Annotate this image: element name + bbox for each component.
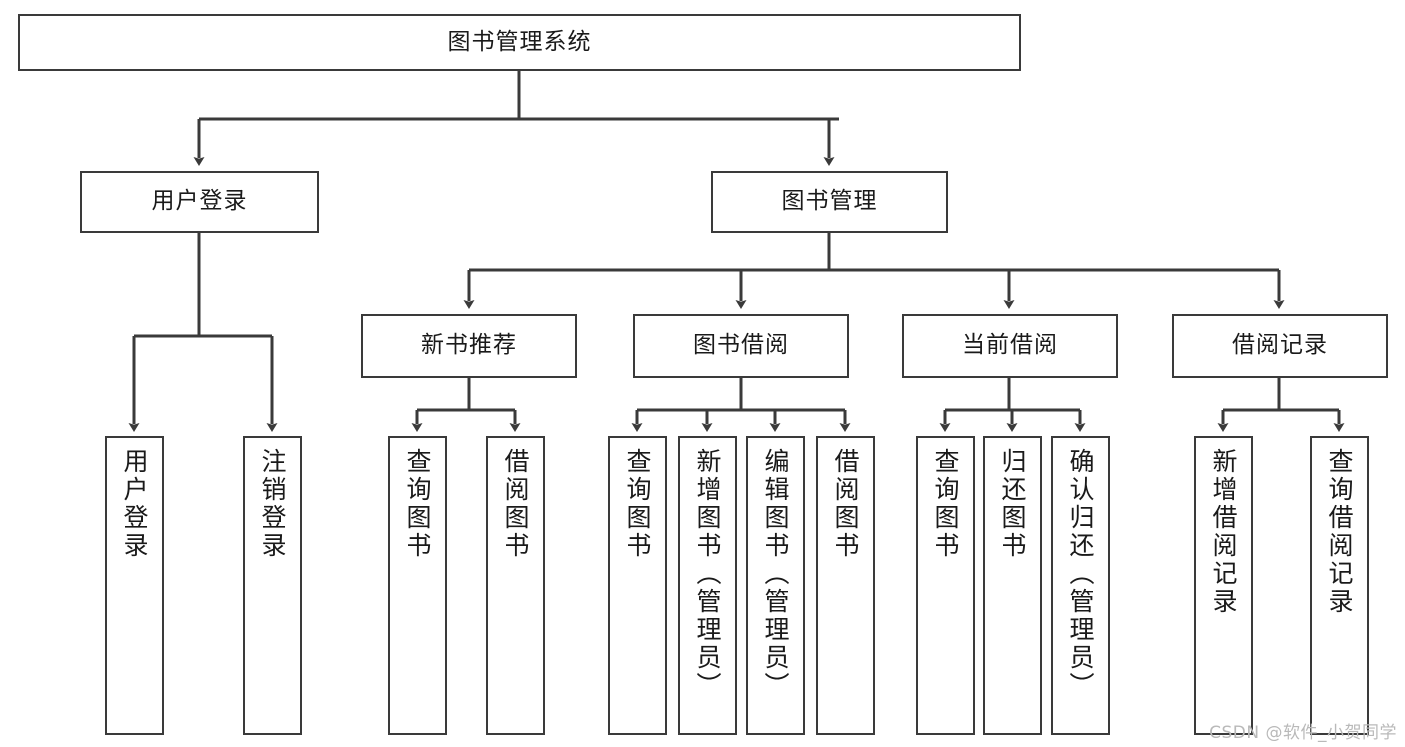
leaf-user-login-label: 用户登录 bbox=[120, 448, 149, 560]
node-borrow-record-label: 借阅记录 bbox=[1232, 332, 1328, 359]
node-current-borrow-label: 当前借阅 bbox=[962, 332, 1058, 359]
node-current-borrow[interactable]: 当前借阅 bbox=[902, 314, 1118, 378]
node-book-management-label: 图书管理 bbox=[781, 188, 878, 215]
node-book-borrow-label: 图书借阅 bbox=[693, 332, 789, 359]
leaf-edit-book[interactable]: 编辑图书（管理员） bbox=[746, 436, 805, 735]
leaf-edit-book-label: 编辑图书（管理员） bbox=[761, 448, 790, 700]
leaf-add-record[interactable]: 新增借阅记录 bbox=[1194, 436, 1253, 735]
leaf-query-book-3[interactable]: 查询图书 bbox=[916, 436, 975, 735]
leaf-add-book[interactable]: 新增图书（管理员） bbox=[678, 436, 737, 735]
leaf-return-book-label: 归还图书 bbox=[998, 448, 1027, 560]
node-root-label: 图书管理系统 bbox=[447, 28, 592, 55]
leaf-query-book-1-label: 查询图书 bbox=[403, 448, 432, 560]
node-new-book-recommend-label: 新书推荐 bbox=[421, 332, 517, 359]
leaf-query-book-2[interactable]: 查询图书 bbox=[608, 436, 667, 735]
node-user-login[interactable]: 用户登录 bbox=[80, 171, 319, 233]
leaf-borrow-book-2[interactable]: 借阅图书 bbox=[816, 436, 875, 735]
leaf-confirm-return-label: 确认归还（管理员） bbox=[1066, 448, 1095, 700]
leaf-user-logout-label: 注销登录 bbox=[258, 448, 287, 560]
leaf-query-book-1[interactable]: 查询图书 bbox=[388, 436, 447, 735]
node-book-management[interactable]: 图书管理 bbox=[711, 171, 948, 233]
leaf-query-record-label: 查询借阅记录 bbox=[1325, 448, 1354, 616]
leaf-query-book-3-label: 查询图书 bbox=[931, 448, 960, 560]
node-book-borrow[interactable]: 图书借阅 bbox=[633, 314, 849, 378]
leaf-confirm-return[interactable]: 确认归还（管理员） bbox=[1051, 436, 1110, 735]
csdn-watermark: CSDN @软件_小贺同学 bbox=[1209, 723, 1397, 743]
leaf-query-book-2-label: 查询图书 bbox=[623, 448, 652, 560]
leaf-query-record[interactable]: 查询借阅记录 bbox=[1310, 436, 1369, 735]
leaf-add-book-label: 新增图书（管理员） bbox=[693, 448, 722, 700]
leaf-borrow-book-2-label: 借阅图书 bbox=[831, 448, 860, 560]
leaf-borrow-book-1-label: 借阅图书 bbox=[501, 448, 530, 560]
leaf-user-login[interactable]: 用户登录 bbox=[105, 436, 164, 735]
node-user-login-label: 用户登录 bbox=[151, 188, 248, 215]
node-root[interactable]: 图书管理系统 bbox=[18, 14, 1021, 71]
leaf-borrow-book-1[interactable]: 借阅图书 bbox=[486, 436, 545, 735]
node-new-book-recommend[interactable]: 新书推荐 bbox=[361, 314, 577, 378]
leaf-add-record-label: 新增借阅记录 bbox=[1209, 448, 1238, 616]
leaf-return-book[interactable]: 归还图书 bbox=[983, 436, 1042, 735]
node-borrow-record[interactable]: 借阅记录 bbox=[1172, 314, 1388, 378]
leaf-user-logout[interactable]: 注销登录 bbox=[243, 436, 302, 735]
